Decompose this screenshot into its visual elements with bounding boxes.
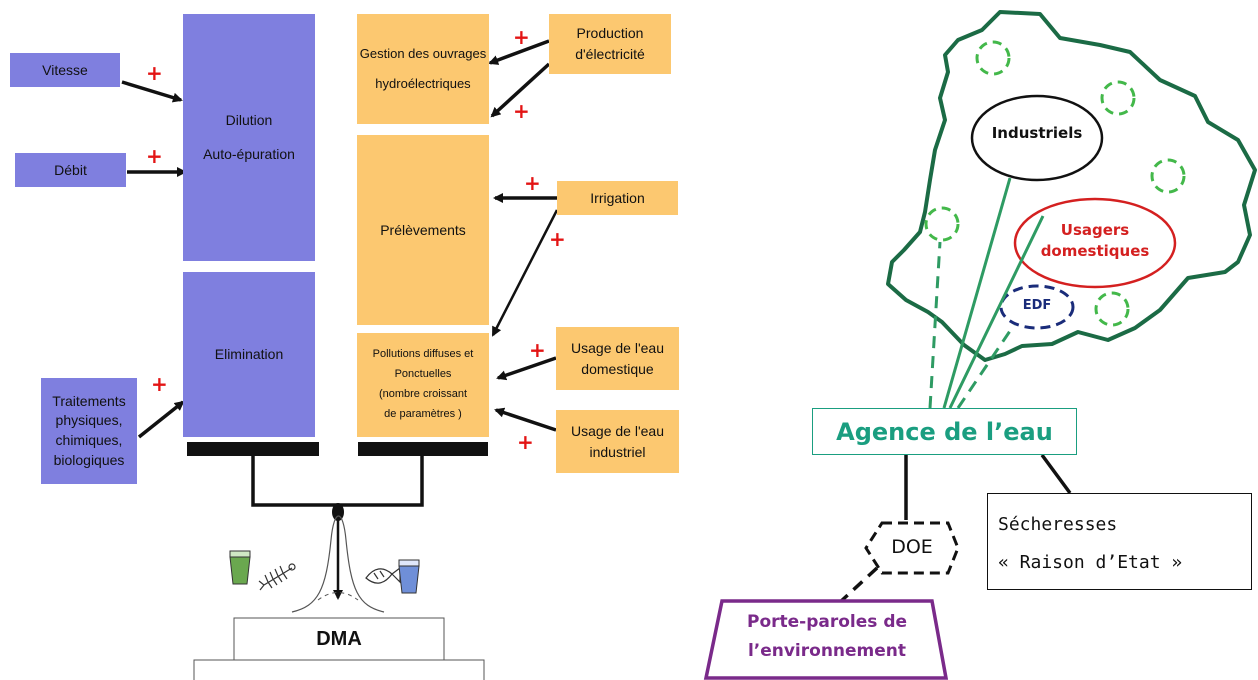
- agence-de-leau-box: Agence de l’eau: [812, 408, 1077, 455]
- arrow-production-gestion-up: [488, 39, 550, 65]
- plus-sign-industriel: +: [517, 430, 534, 454]
- arrow-industriel-pollutions: [494, 407, 557, 432]
- blue-collector-bar: [187, 442, 319, 456]
- box-vitesse: Vitesse: [10, 53, 120, 87]
- secheresses-box: Sécheresses « Raison d’Etat »: [987, 493, 1252, 590]
- box-traitements: Traitements physiques, chimiques, biolog…: [41, 378, 137, 484]
- plus-sign-debit: +: [146, 144, 163, 168]
- doe-octagon: [864, 521, 960, 575]
- link-industriels: [942, 177, 1012, 409]
- dma-base: [193, 659, 485, 680]
- porte-paroles-label: Porte-paroles de l’environnement: [746, 612, 908, 661]
- plus-sign-domestique: +: [529, 338, 546, 362]
- porte-paroles-shape: [703, 599, 949, 680]
- arrow-domestique-pollutions: [496, 356, 557, 381]
- box-usage-domestique: Usage de l'eau domestique: [556, 327, 679, 390]
- box-debit: Débit: [15, 153, 126, 187]
- box-elimination: Elimination: [183, 272, 315, 437]
- green-glass-icon: [229, 550, 251, 585]
- link-usagers: [948, 215, 1045, 409]
- bell-curve: [291, 515, 385, 613]
- edf-ellipse: [999, 284, 1075, 330]
- industriels-ellipse: [970, 94, 1104, 182]
- green-dashed-circle: [1150, 158, 1186, 194]
- box-prelevements: Prélèvements: [357, 135, 489, 325]
- junction-dot: [332, 503, 344, 521]
- green-dashed-circle: [975, 40, 1011, 76]
- box-irrigation: Irrigation: [557, 181, 678, 215]
- secheresses-label: Sécheresses: [998, 514, 1118, 535]
- blue-glass-icon: [398, 559, 420, 594]
- arrow-irrigation-pollutions: [491, 209, 559, 337]
- region-outline: [886, 10, 1257, 362]
- edf-label: EDF: [1022, 298, 1052, 313]
- industriels-label: Industriels: [991, 124, 1083, 142]
- plus-sign-irrigation: +: [524, 171, 541, 195]
- plus-sign-production-down: +: [513, 99, 530, 123]
- orange-collector-bar: [358, 442, 488, 456]
- box-gestion-ouvrages: Gestion des ouvrages hydroélectriques: [357, 14, 489, 124]
- arrow-traitements-elimination: [137, 400, 185, 439]
- plus-sign-traitements: +: [151, 372, 168, 396]
- plus-sign-production-up: +: [513, 25, 530, 49]
- arrow-production-gestion-down: [490, 62, 551, 118]
- dma-platform: [233, 617, 445, 661]
- link-green-circle: [928, 241, 942, 409]
- usagers-ellipse: [1013, 197, 1177, 289]
- plus-sign-vitesse: +: [146, 61, 163, 85]
- dead-fish-icon: [258, 563, 296, 591]
- green-dashed-circle: [924, 206, 960, 242]
- green-dashed-circle: [1094, 291, 1130, 327]
- usagers-label: Usagers domestiques: [1040, 221, 1150, 260]
- green-dashed-circle: [1100, 80, 1136, 116]
- link-edf: [956, 324, 1016, 409]
- raison-etat-label: « Raison d’Etat »: [998, 552, 1183, 573]
- box-pollutions: Pollutions diffuses et Ponctuelles (nomb…: [357, 333, 489, 437]
- box-usage-industriel: Usage de l'eau industriel: [556, 410, 679, 473]
- box-dilution: Dilution Auto-épuration: [183, 14, 315, 261]
- dma-label: DMA: [316, 628, 362, 650]
- doe-label: DOE: [891, 536, 933, 558]
- plus-sign-irrigation-pollutions: +: [549, 227, 566, 251]
- box-production: Production d'électricité: [549, 14, 671, 74]
- arrow-vitesse-dilution: [121, 80, 183, 103]
